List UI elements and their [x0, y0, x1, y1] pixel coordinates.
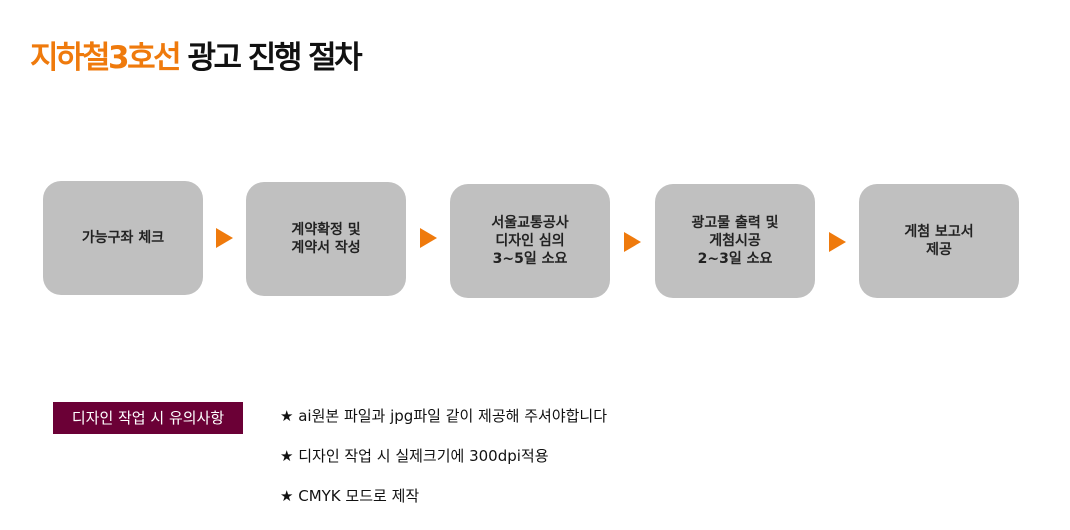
title-rest: 광고 진행 절차 — [179, 40, 362, 76]
arrow-right-icon — [420, 228, 437, 248]
arrow-right-icon — [624, 232, 641, 252]
step-3-design-review: 서울교통공사 디자인 심의 3~5일 소요 — [450, 184, 610, 298]
step-2-contract: 계약확정 및 계약서 작성 — [246, 182, 406, 296]
step-4-print-install: 광고물 출력 및 게첨시공 2~3일 소요 — [655, 184, 815, 298]
arrow-right-icon — [216, 228, 233, 248]
step-5-report: 게첨 보고서 제공 — [859, 184, 1019, 298]
note-item: ★ ai원본 파일과 jpg파일 같이 제공해 주셔야합니다 — [280, 407, 608, 425]
title-accent: 지하철3호선 — [30, 40, 182, 76]
notes-label: 디자인 작업 시 유의사항 — [53, 402, 243, 434]
note-item: ★ 디자인 작업 시 실제크기에 300dpi적용 — [280, 447, 549, 465]
note-item: ★ CMYK 모드로 제작 — [280, 487, 420, 505]
page-title: 지하철3호선 광고 진행 절차 — [30, 38, 363, 78]
step-1-availability-check: 가능구좌 체크 — [43, 181, 203, 295]
arrow-right-icon — [829, 232, 846, 252]
